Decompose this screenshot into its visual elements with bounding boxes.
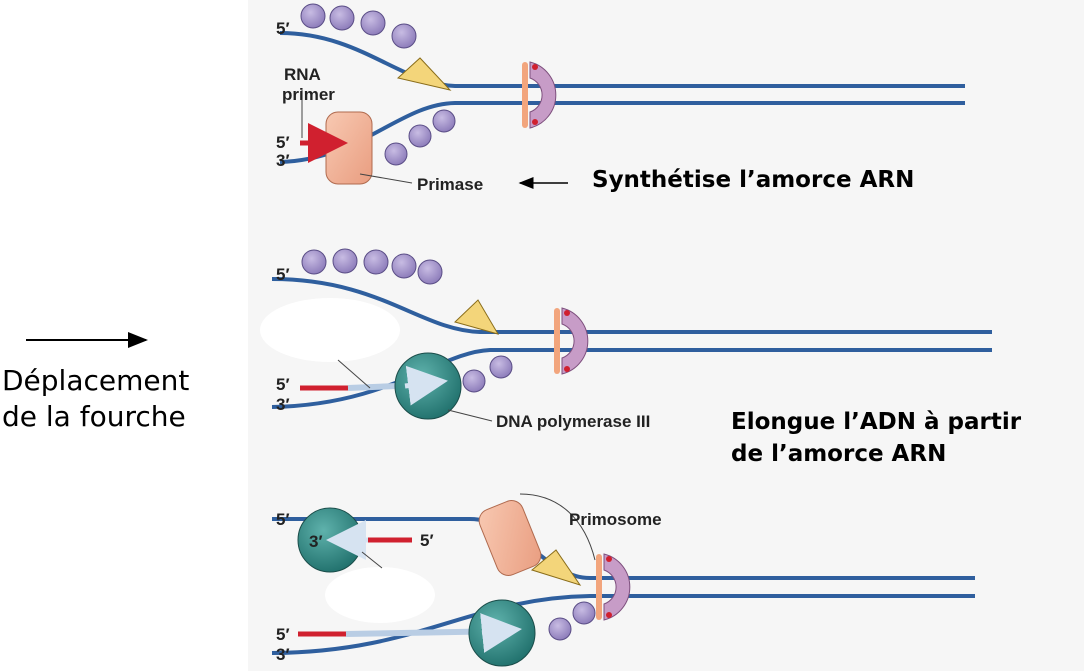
panel3-five-prime-bottom: 5′ xyxy=(276,625,290,644)
polymerase-pointer xyxy=(447,409,493,422)
panel3-five-prime-top: 5′ xyxy=(276,510,290,529)
side-label-line1: Déplacement xyxy=(2,364,189,397)
synthesis-direction-arrow xyxy=(404,365,448,406)
panel1-three-prime-bottom: 3′ xyxy=(276,151,290,170)
panel-3-primosome: 5′ 3′ 5′ Primosome 5′ 3′ xyxy=(271,493,975,667)
primase-icon xyxy=(478,500,542,576)
dna-polymerase-iii-icon xyxy=(394,352,462,420)
helicase-icon xyxy=(396,57,452,91)
primase-icon xyxy=(325,111,373,185)
fragment-pointer xyxy=(361,551,383,569)
panel1-five-prime-top: 5′ xyxy=(276,19,290,38)
panel1-five-prime-bottom: 5′ xyxy=(276,133,290,152)
panel-2-polymerase: 5′ 5′ 3′ DNA polymerase III Elongue l’AD… xyxy=(260,248,1022,467)
helicase-icon xyxy=(530,549,582,586)
polymerase-caption-line1: Elongue l’ADN à partir xyxy=(731,409,1022,435)
erased-region xyxy=(325,567,435,623)
ssb-proteins xyxy=(300,3,456,166)
dna-polymerase-label: DNA polymerase III xyxy=(496,412,650,431)
sliding-clamp-icon xyxy=(554,307,589,375)
panel3-five-prime-fragment: 5′ xyxy=(420,531,434,550)
fork-movement-indicator: Déplacement de la fourche xyxy=(2,332,189,433)
primosome-bracket xyxy=(519,493,596,561)
parental-strand-bottom xyxy=(271,594,975,655)
primase-caption: Synthétise l’amorce ARN xyxy=(592,167,914,193)
helicase-icon xyxy=(454,299,500,335)
side-label-line2: de la fourche xyxy=(2,400,186,433)
primase-label: Primase xyxy=(417,175,483,194)
ssb-proteins xyxy=(301,248,513,393)
primer-pointer xyxy=(337,359,371,389)
primase-pointer xyxy=(359,173,413,184)
rna-primer-label-line2: primer xyxy=(282,85,335,104)
leading-synthesis-arrow xyxy=(480,613,522,653)
panel2-three-prime-bottom: 3′ xyxy=(276,395,290,414)
panel-1-primase: 5′ RNA primer 5′ 3′ Primase Synthétise l… xyxy=(276,3,965,194)
parental-strand-top xyxy=(271,277,992,334)
polymerase-caption-line2: de l’amorce ARN xyxy=(731,441,946,467)
rna-primer-label-line1: RNA xyxy=(284,65,321,84)
erased-region xyxy=(260,298,400,362)
primosome-label: Primosome xyxy=(569,510,662,529)
ssb-proteins xyxy=(548,601,596,641)
panel3-three-prime-bottom: 3′ xyxy=(276,645,290,664)
sliding-clamp-icon xyxy=(596,553,631,621)
panel2-five-prime-top: 5′ xyxy=(276,265,290,284)
panel2-five-prime-bottom: 5′ xyxy=(276,375,290,394)
panel3-three-prime-polymerase: 3′ xyxy=(309,532,323,551)
sliding-clamp-icon xyxy=(522,61,557,129)
